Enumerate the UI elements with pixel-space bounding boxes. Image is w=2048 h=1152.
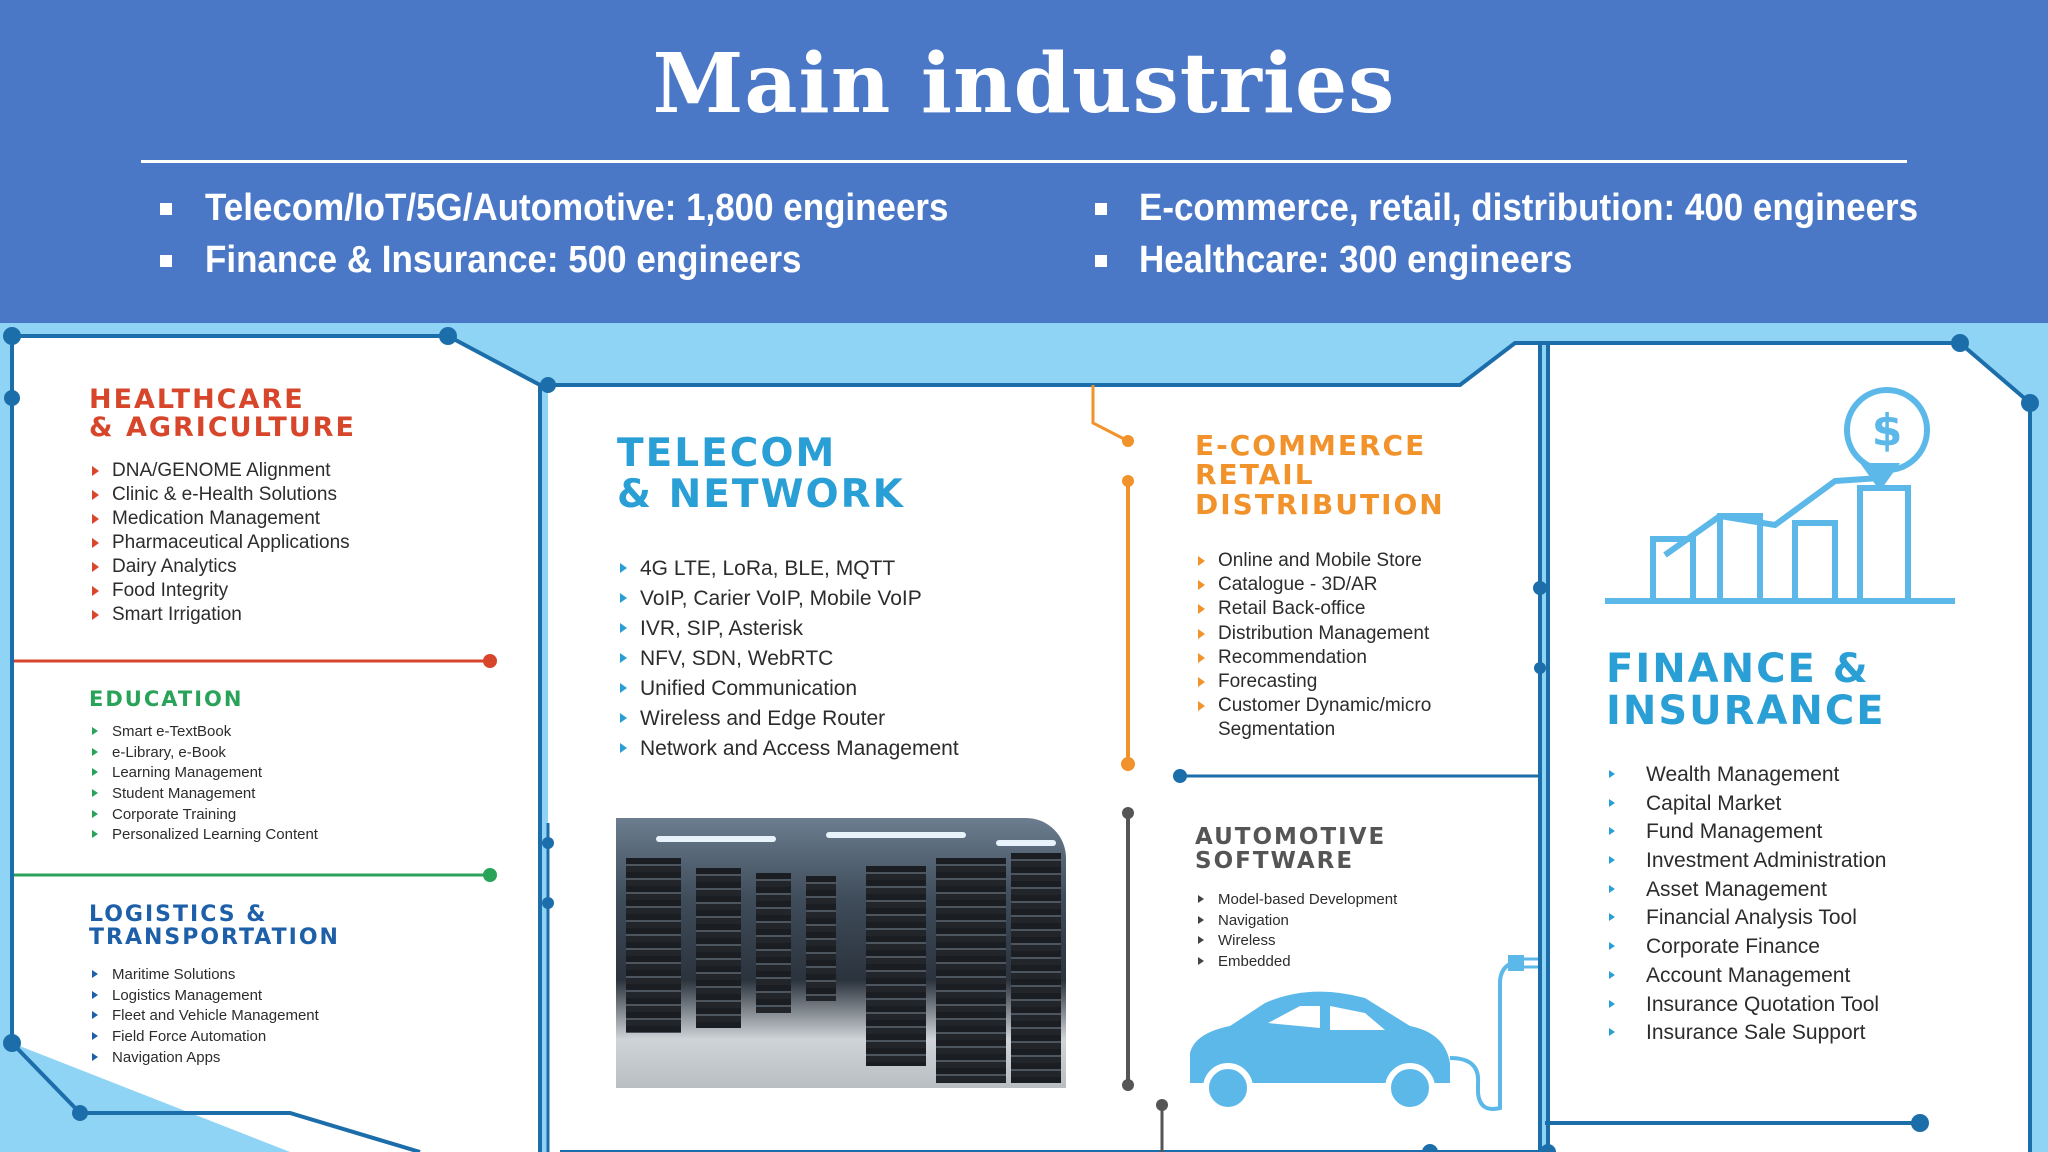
telecom-list: 4G LTE, LoRa, BLE, MQTT VoIP, Carier VoI… — [617, 557, 959, 767]
list-item: Capital Market — [1606, 792, 1886, 821]
page-title: Main industries — [652, 36, 1396, 132]
header-banner: Main industries Telecom/IoT/5G/Automotiv… — [0, 0, 2048, 323]
list-item: Catalogue - 3D/AR — [1195, 574, 1431, 598]
panel-frame: $ — [3, 327, 2039, 1152]
list-item: Smart Irrigation — [89, 604, 350, 628]
list-item: Financial Analysis Tool — [1606, 906, 1886, 935]
list-item: Fleet and Vehicle Management — [89, 1007, 319, 1028]
list-item: Personalized Learning Content — [89, 826, 318, 847]
education-list: Smart e-TextBook e-Library, e-Book Learn… — [89, 723, 318, 847]
stat-finance: Finance & Insurance: 500 engineers — [205, 239, 802, 281]
list-item: Insurance Sale Support — [1606, 1021, 1886, 1050]
list-item: DNA/GENOME Alignment — [89, 460, 350, 484]
list-item: Model-based Development — [1195, 891, 1397, 912]
list-item: NFV, SDN, WebRTC — [617, 647, 959, 677]
list-item: IVR, SIP, Asterisk — [617, 617, 959, 647]
industries-infographic: $ HEALTHCARE & AGRICULTURE DNA/GENOME Al… — [0, 323, 2048, 1152]
list-item: Fund Management — [1606, 820, 1886, 849]
logistics-title: LOGISTICS & TRANSPORTATION — [89, 902, 340, 951]
list-item: 4G LTE, LoRa, BLE, MQTT — [617, 557, 959, 587]
automotive-list: Model-based Development Navigation Wirel… — [1195, 891, 1397, 974]
list-item: Embedded — [1195, 953, 1397, 974]
bullet-icon — [1095, 203, 1107, 215]
list-item: Account Management — [1606, 964, 1886, 993]
telecom-title: TELECOM & NETWORK — [617, 431, 905, 517]
list-item: Wealth Management — [1606, 763, 1886, 792]
list-item: Insurance Quotation Tool — [1606, 993, 1886, 1022]
list-item: Navigation — [1195, 912, 1397, 933]
list-item: Unified Communication — [617, 677, 959, 707]
list-item: Clinic & e-Health Solutions — [89, 484, 350, 508]
list-item: e-Library, e-Book — [89, 744, 318, 765]
list-item: Logistics Management — [89, 987, 319, 1008]
list-item: Forecasting — [1195, 671, 1431, 695]
list-item: Maritime Solutions — [89, 966, 319, 987]
list-item: Distribution Management — [1195, 623, 1431, 647]
list-item: Dairy Analytics — [89, 556, 350, 580]
list-item: Investment Administration — [1606, 849, 1886, 878]
education-title: EDUCATION — [89, 687, 244, 711]
list-item: Customer Dynamic/micro — [1195, 695, 1431, 719]
finance-list: Wealth Management Capital Market Fund Ma… — [1606, 763, 1886, 1050]
list-item: Field Force Automation — [89, 1028, 319, 1049]
list-item: Navigation Apps — [89, 1049, 319, 1070]
dollar-chart-icon: $ — [1605, 387, 1955, 604]
list-item: Wireless — [1195, 932, 1397, 953]
list-item: Corporate Training — [89, 806, 318, 827]
list-item: Network and Access Management — [617, 737, 959, 767]
stat-ecommerce: E-commerce, retail, distribution: 400 en… — [1139, 187, 1919, 229]
bullet-icon — [160, 203, 172, 215]
car-icon — [1190, 955, 1538, 1113]
ecommerce-list: Online and Mobile Store Catalogue - 3D/A… — [1195, 550, 1431, 744]
bullet-icon — [160, 255, 172, 267]
logistics-list: Maritime Solutions Logistics Management … — [89, 966, 319, 1069]
list-item: Wireless and Edge Router — [617, 707, 959, 737]
ecommerce-title: E-COMMERCE RETAIL DISTRIBUTION — [1195, 429, 1445, 521]
list-item: Student Management — [89, 785, 318, 806]
stat-healthcare: Healthcare: 300 engineers — [1139, 239, 1573, 281]
server-room-photo — [616, 818, 1066, 1088]
list-item: Online and Mobile Store — [1195, 550, 1431, 574]
list-item: Food Integrity — [89, 580, 350, 604]
bullet-icon — [1095, 255, 1107, 267]
svg-text:$: $ — [1872, 405, 1903, 456]
list-item: Asset Management — [1606, 878, 1886, 907]
list-item: Smart e-TextBook — [89, 723, 318, 744]
automotive-title: AUTOMOTIVE SOFTWARE — [1195, 824, 1387, 875]
list-item: Recommendation — [1195, 647, 1431, 671]
list-item: Learning Management — [89, 764, 318, 785]
stat-telecom: Telecom/IoT/5G/Automotive: 1,800 enginee… — [205, 187, 949, 229]
list-item: Medication Management — [89, 508, 350, 532]
healthcare-title: HEALTHCARE & AGRICULTURE — [89, 384, 356, 444]
list-item: Pharmaceutical Applications — [89, 532, 350, 556]
list-item: Corporate Finance — [1606, 935, 1886, 964]
healthcare-list: DNA/GENOME Alignment Clinic & e-Health S… — [89, 460, 350, 628]
list-item-continuation: Segmentation — [1218, 719, 1336, 741]
list-item: VoIP, Carier VoIP, Mobile VoIP — [617, 587, 959, 617]
finance-title: FINANCE & INSURANCE — [1606, 646, 1886, 734]
list-item: Retail Back-office — [1195, 598, 1431, 622]
title-divider — [141, 160, 1907, 163]
